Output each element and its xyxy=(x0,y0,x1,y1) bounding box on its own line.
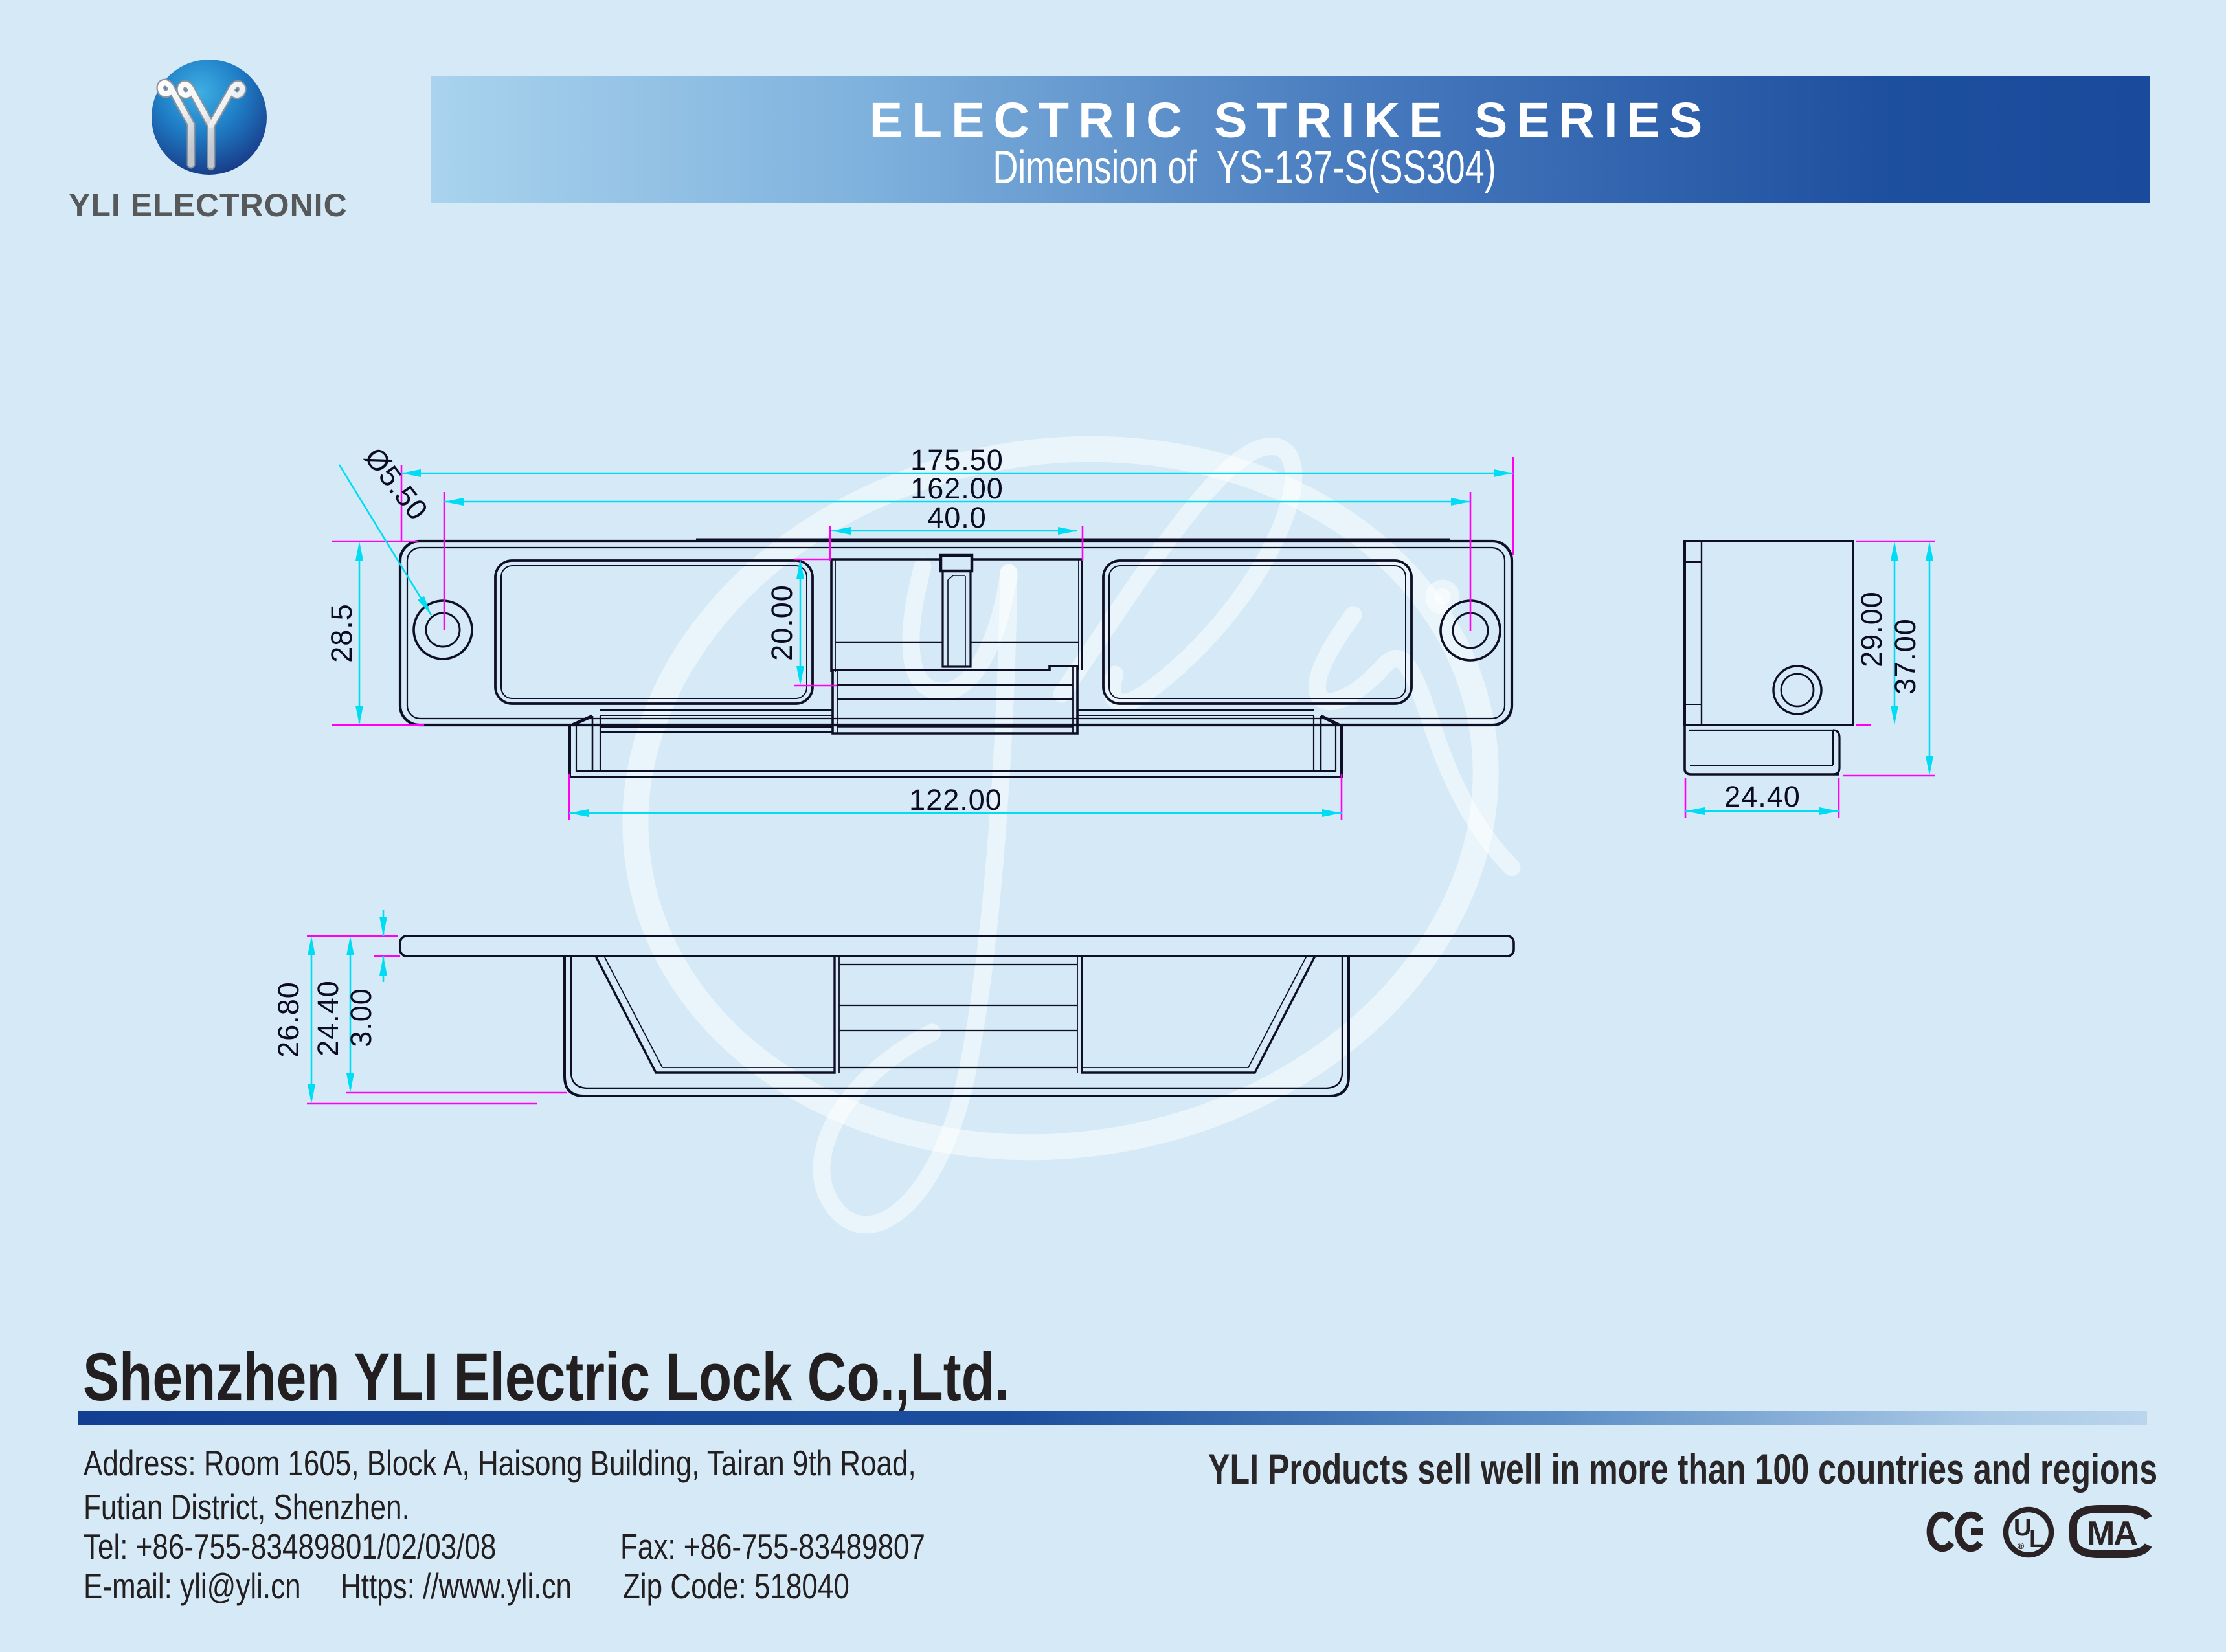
svg-text:28.5: 28.5 xyxy=(325,603,358,663)
svg-text:MA: MA xyxy=(2087,1515,2137,1552)
svg-text:®: ® xyxy=(2018,1541,2025,1551)
svg-text:162.00: 162.00 xyxy=(910,472,1004,505)
svg-text:L: L xyxy=(2029,1526,2044,1553)
svg-text:20.00: 20.00 xyxy=(765,585,798,661)
svg-text:175.50: 175.50 xyxy=(910,443,1004,476)
svg-text:U: U xyxy=(2014,1514,2031,1541)
svg-text:26.80: 26.80 xyxy=(272,981,305,1058)
svg-text:37.00: 37.00 xyxy=(1889,618,1922,695)
svg-text:29.00: 29.00 xyxy=(1855,591,1888,667)
svg-text:122.00: 122.00 xyxy=(909,783,1002,816)
svg-text:40.0: 40.0 xyxy=(927,501,987,534)
svg-text:24.40: 24.40 xyxy=(1724,780,1801,813)
svg-text:3.00: 3.00 xyxy=(344,988,377,1047)
svg-text:24.40: 24.40 xyxy=(311,980,344,1056)
